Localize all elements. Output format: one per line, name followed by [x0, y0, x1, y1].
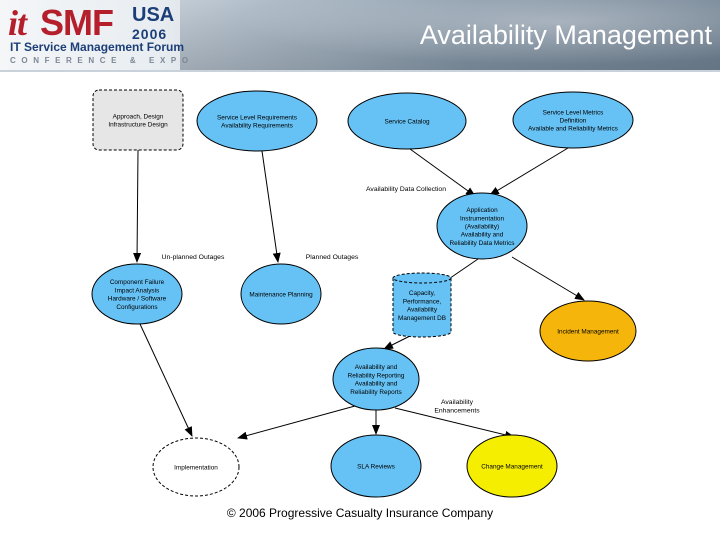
header-divider: [0, 70, 720, 72]
edges-layer: [133, 147, 585, 440]
node-label-sla-0: SLA Reviews: [357, 464, 395, 471]
node-label-reporting-1: Reliability Reporting: [348, 372, 405, 379]
header-background-image: [180, 0, 720, 72]
node-shape-catalog: [347, 92, 467, 150]
node-label-slr-1: Availability Requirements: [221, 123, 293, 130]
edge-label-enh-0: Availability: [441, 399, 474, 406]
node-label-appinst-4: Reliability Data Metrics: [450, 240, 515, 247]
node-label-approach-1: Infrastructure Design: [108, 122, 168, 129]
node-label-capacity-2: Availability: [407, 307, 438, 314]
node-shape-appinst: [436, 192, 528, 260]
node-shape-change: [466, 434, 558, 498]
node-shape-incident: [539, 300, 637, 362]
slide-header: it SMF USA 2006 IT Service Management Fo…: [0, 0, 720, 72]
node-label-reporting-3: Reliability Reports: [350, 389, 402, 396]
node-label-cfia-0: Component Failure: [110, 279, 165, 286]
node-shape-approach: [92, 89, 184, 151]
node-label-cfia-1: Impact Analysis: [115, 287, 159, 294]
edge-label-adc-0: Availability Data Collection: [366, 186, 446, 193]
node-label-impl-0: Implementation: [174, 465, 218, 472]
node-slm: Service Level MetricsDefinitionAvailable…: [512, 91, 634, 149]
node-label-capacity-0: Capacity,: [409, 290, 435, 297]
node-impl: Implementation: [152, 437, 240, 497]
node-shape-impl: [152, 437, 240, 497]
node-shape-slm: [512, 91, 634, 149]
node-label-cfia-3: Configurations: [116, 304, 157, 311]
node-label-maint-0: Maintenance Planning: [249, 292, 313, 299]
node-label-incident-0: Incident Management: [557, 329, 619, 336]
edge-slm-to-appinst: [489, 147, 569, 196]
node-label-slr-0: Service Level Requirements: [217, 114, 297, 121]
edge-reporting-to-change: [394, 407, 515, 439]
edge-slr-to-maint: [261, 150, 281, 263]
node-label-cfia-2: Hardware / Software: [108, 296, 167, 303]
node-shape-sla: [330, 434, 422, 498]
slide-title: Availability Management: [419, 20, 712, 50]
node-label-capacity-1: Performance,: [403, 298, 442, 305]
node-label-capacity-3: Management DB: [398, 315, 446, 322]
logo-year-text: 2006: [132, 26, 168, 42]
logo-smf-text: SMF: [40, 2, 114, 43]
node-label-appinst-1: Instrumentation: [460, 215, 504, 222]
node-label-reporting-0: Availability and: [355, 364, 398, 371]
node-label-appinst-3: Availability and: [461, 232, 504, 239]
edge-catalog-to-appinst: [409, 148, 476, 197]
node-label-approach-0: Approach, Design: [113, 113, 164, 120]
node-shape-reporting: [332, 347, 420, 411]
node-capacity: Capacity,Performance, AvailabilityManagem…: [392, 272, 452, 338]
logo-usa-text: USA: [132, 4, 175, 26]
edge-cfia-to-impl: [139, 323, 193, 437]
edge-approach-to-cfia: [133, 149, 142, 263]
node-shape-slr: [196, 90, 318, 152]
node-label-change-0: Change Management: [481, 464, 543, 471]
edge-reporting-to-impl: [237, 405, 356, 440]
node-label-slm-0: Service Level Metrics: [543, 109, 604, 116]
edge-label-enh-1: Enhancements: [434, 408, 480, 415]
node-sla: SLA Reviews: [330, 434, 422, 498]
node-incident: Incident Management: [539, 300, 637, 362]
node-label-reporting-2: Availability and: [355, 381, 398, 388]
node-change: Change Management: [466, 434, 558, 498]
edge-appinst-to-incident: [511, 256, 585, 301]
node-shape-capacity: [392, 278, 452, 338]
logo-conference-text: CONFERENCE & EXPO: [10, 56, 194, 65]
node-label-slm-1: Definition: [560, 118, 587, 125]
node-label-appinst-2: (Availability): [465, 224, 499, 231]
edge-label-unplanned-0: Un-planned Outages: [162, 254, 225, 261]
node-label-catalog-0: Service Catalog: [384, 119, 430, 126]
node-label-slm-2: Available and Reliability Metrics: [528, 126, 618, 133]
copyright-footer: © 2006 Progressive Casualty Insurance Co…: [226, 506, 494, 520]
node-maint: Maintenance Planning: [240, 263, 322, 325]
node-catalog: Service Catalog: [347, 92, 467, 150]
logo-it-text: it: [8, 3, 27, 43]
node-shape-cfia: [91, 263, 183, 325]
logo-subtitle: IT Service Management Forum: [10, 40, 185, 54]
edge-label-planned-0: Planned Outages: [306, 254, 359, 261]
node-shape-maint: [240, 263, 322, 325]
node-shape-top-capacity: [392, 272, 452, 284]
node-label-appinst-0: Application: [466, 207, 498, 214]
